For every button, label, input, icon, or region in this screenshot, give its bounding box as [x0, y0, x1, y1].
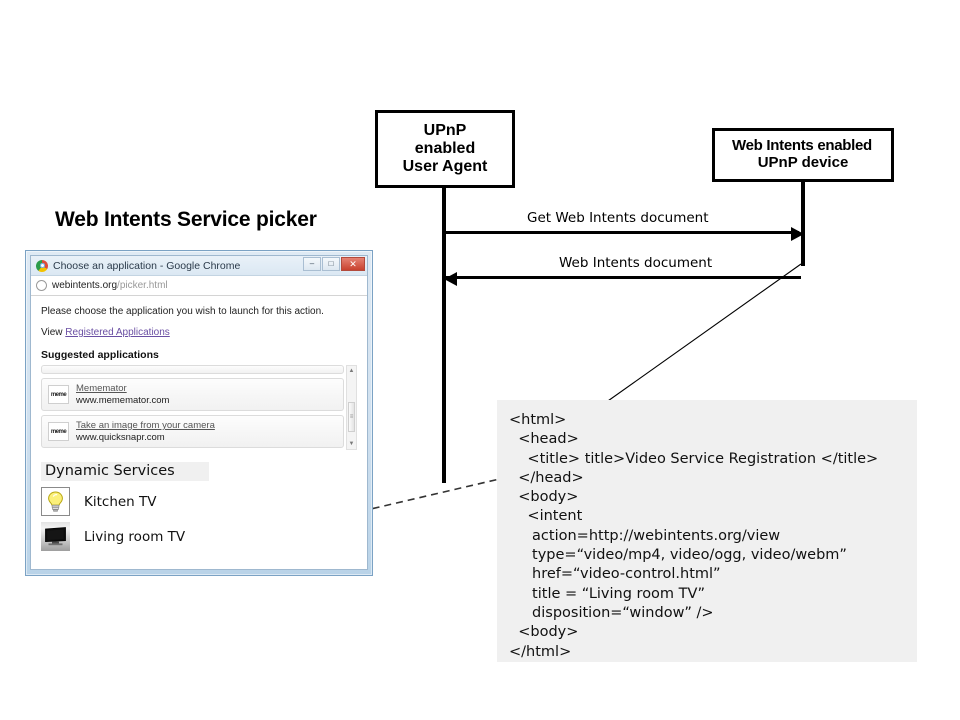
window-controls: – □ ✕ — [303, 257, 365, 271]
lightbulb-icon — [41, 487, 70, 516]
node-label-line: UPnP — [423, 122, 467, 140]
minimize-button[interactable]: – — [303, 257, 321, 271]
browser-window-title: Choose an application - Google Chrome — [53, 259, 241, 272]
node-label-line: enabled — [414, 140, 476, 158]
suggested-applications-list[interactable]: meme Mememator www.mememator.com meme Ta… — [41, 365, 357, 450]
registered-applications-row: View Registered Applications — [41, 327, 357, 338]
mememator-favicon-icon: meme — [48, 385, 69, 404]
list-item-partial[interactable] — [41, 365, 344, 374]
quicksnapr-favicon-icon: meme — [48, 422, 69, 441]
page-info-icon — [36, 280, 47, 291]
view-label: View — [41, 327, 63, 338]
arrow-head-left-icon — [444, 272, 457, 286]
message-label-web-intents-document: Web Intents document — [559, 255, 713, 271]
browser-title-bar[interactable]: Choose an application - Google Chrome – … — [31, 256, 367, 276]
node-label-line: UPnP device — [757, 154, 849, 171]
scroll-down-arrow-icon[interactable]: ▼ — [348, 441, 355, 447]
app-name[interactable]: Mememator — [76, 382, 127, 394]
app-url: www.quicksnapr.com — [76, 431, 165, 443]
node-upnp-enabled-user-agent: UPnP enabled User Agent — [375, 110, 515, 188]
scroll-up-arrow-icon[interactable]: ▲ — [348, 368, 355, 374]
code-listing: <html> <head> <title> title>Video Servic… — [509, 412, 879, 660]
url-path: /picker.html — [117, 280, 168, 291]
message-label-get-web-intents-document: Get Web Intents document — [527, 210, 709, 226]
service-label: Living room TV — [84, 528, 186, 545]
app-url: www.mememator.com — [76, 394, 170, 406]
suggested-applications-heading: Suggested applications — [41, 349, 159, 361]
address-bar[interactable]: webintents.org/picker.html — [31, 276, 367, 296]
close-button[interactable]: ✕ — [341, 257, 365, 271]
node-label-line: Web Intents enabled — [732, 137, 872, 155]
message-arrow-line — [444, 276, 801, 279]
message-arrow-line — [444, 231, 799, 234]
node-web-intents-enabled-upnp-device: Web Intents enabled UPnP device — [712, 128, 894, 182]
app-list-scrollbar[interactable]: ▲ ≡ ▼ — [346, 365, 357, 450]
service-picker-browser-window: Choose an application - Google Chrome – … — [25, 250, 373, 576]
page-title: Web Intents Service picker — [55, 208, 317, 231]
television-icon — [41, 522, 70, 551]
list-item-living-room-tv[interactable]: Living room TV — [41, 522, 357, 551]
url-domain: webintents.org — [52, 280, 118, 291]
registered-applications-link[interactable]: Registered Applications — [65, 327, 170, 338]
maximize-button[interactable]: □ — [322, 257, 340, 271]
chrome-logo-icon — [36, 259, 48, 272]
address-bar-url: webintents.org/picker.html — [52, 280, 168, 291]
code-callout-leader-line — [597, 263, 802, 409]
dynamic-services-heading: Dynamic Services — [41, 462, 209, 481]
node-label-line: User Agent — [402, 157, 488, 175]
lifeline-user-agent — [442, 188, 446, 483]
scrollbar-thumb[interactable]: ≡ — [348, 402, 355, 432]
picker-page-content: Please choose the application you wish t… — [31, 296, 367, 569]
list-item[interactable]: meme Mememator www.mememator.com — [41, 378, 344, 411]
arrow-head-right-icon — [791, 227, 804, 241]
lifeline-upnp-device — [801, 182, 805, 266]
web-intents-document-code-box: <html> <head> <title> title>Video Servic… — [497, 400, 917, 662]
picker-prompt-text: Please choose the application you wish t… — [41, 306, 324, 317]
service-label: Kitchen TV — [84, 493, 157, 510]
app-name[interactable]: Take an image from your camera — [76, 419, 215, 431]
list-item-kitchen-tv[interactable]: Kitchen TV — [41, 487, 357, 516]
list-item[interactable]: meme Take an image from your camera www.… — [41, 415, 344, 448]
